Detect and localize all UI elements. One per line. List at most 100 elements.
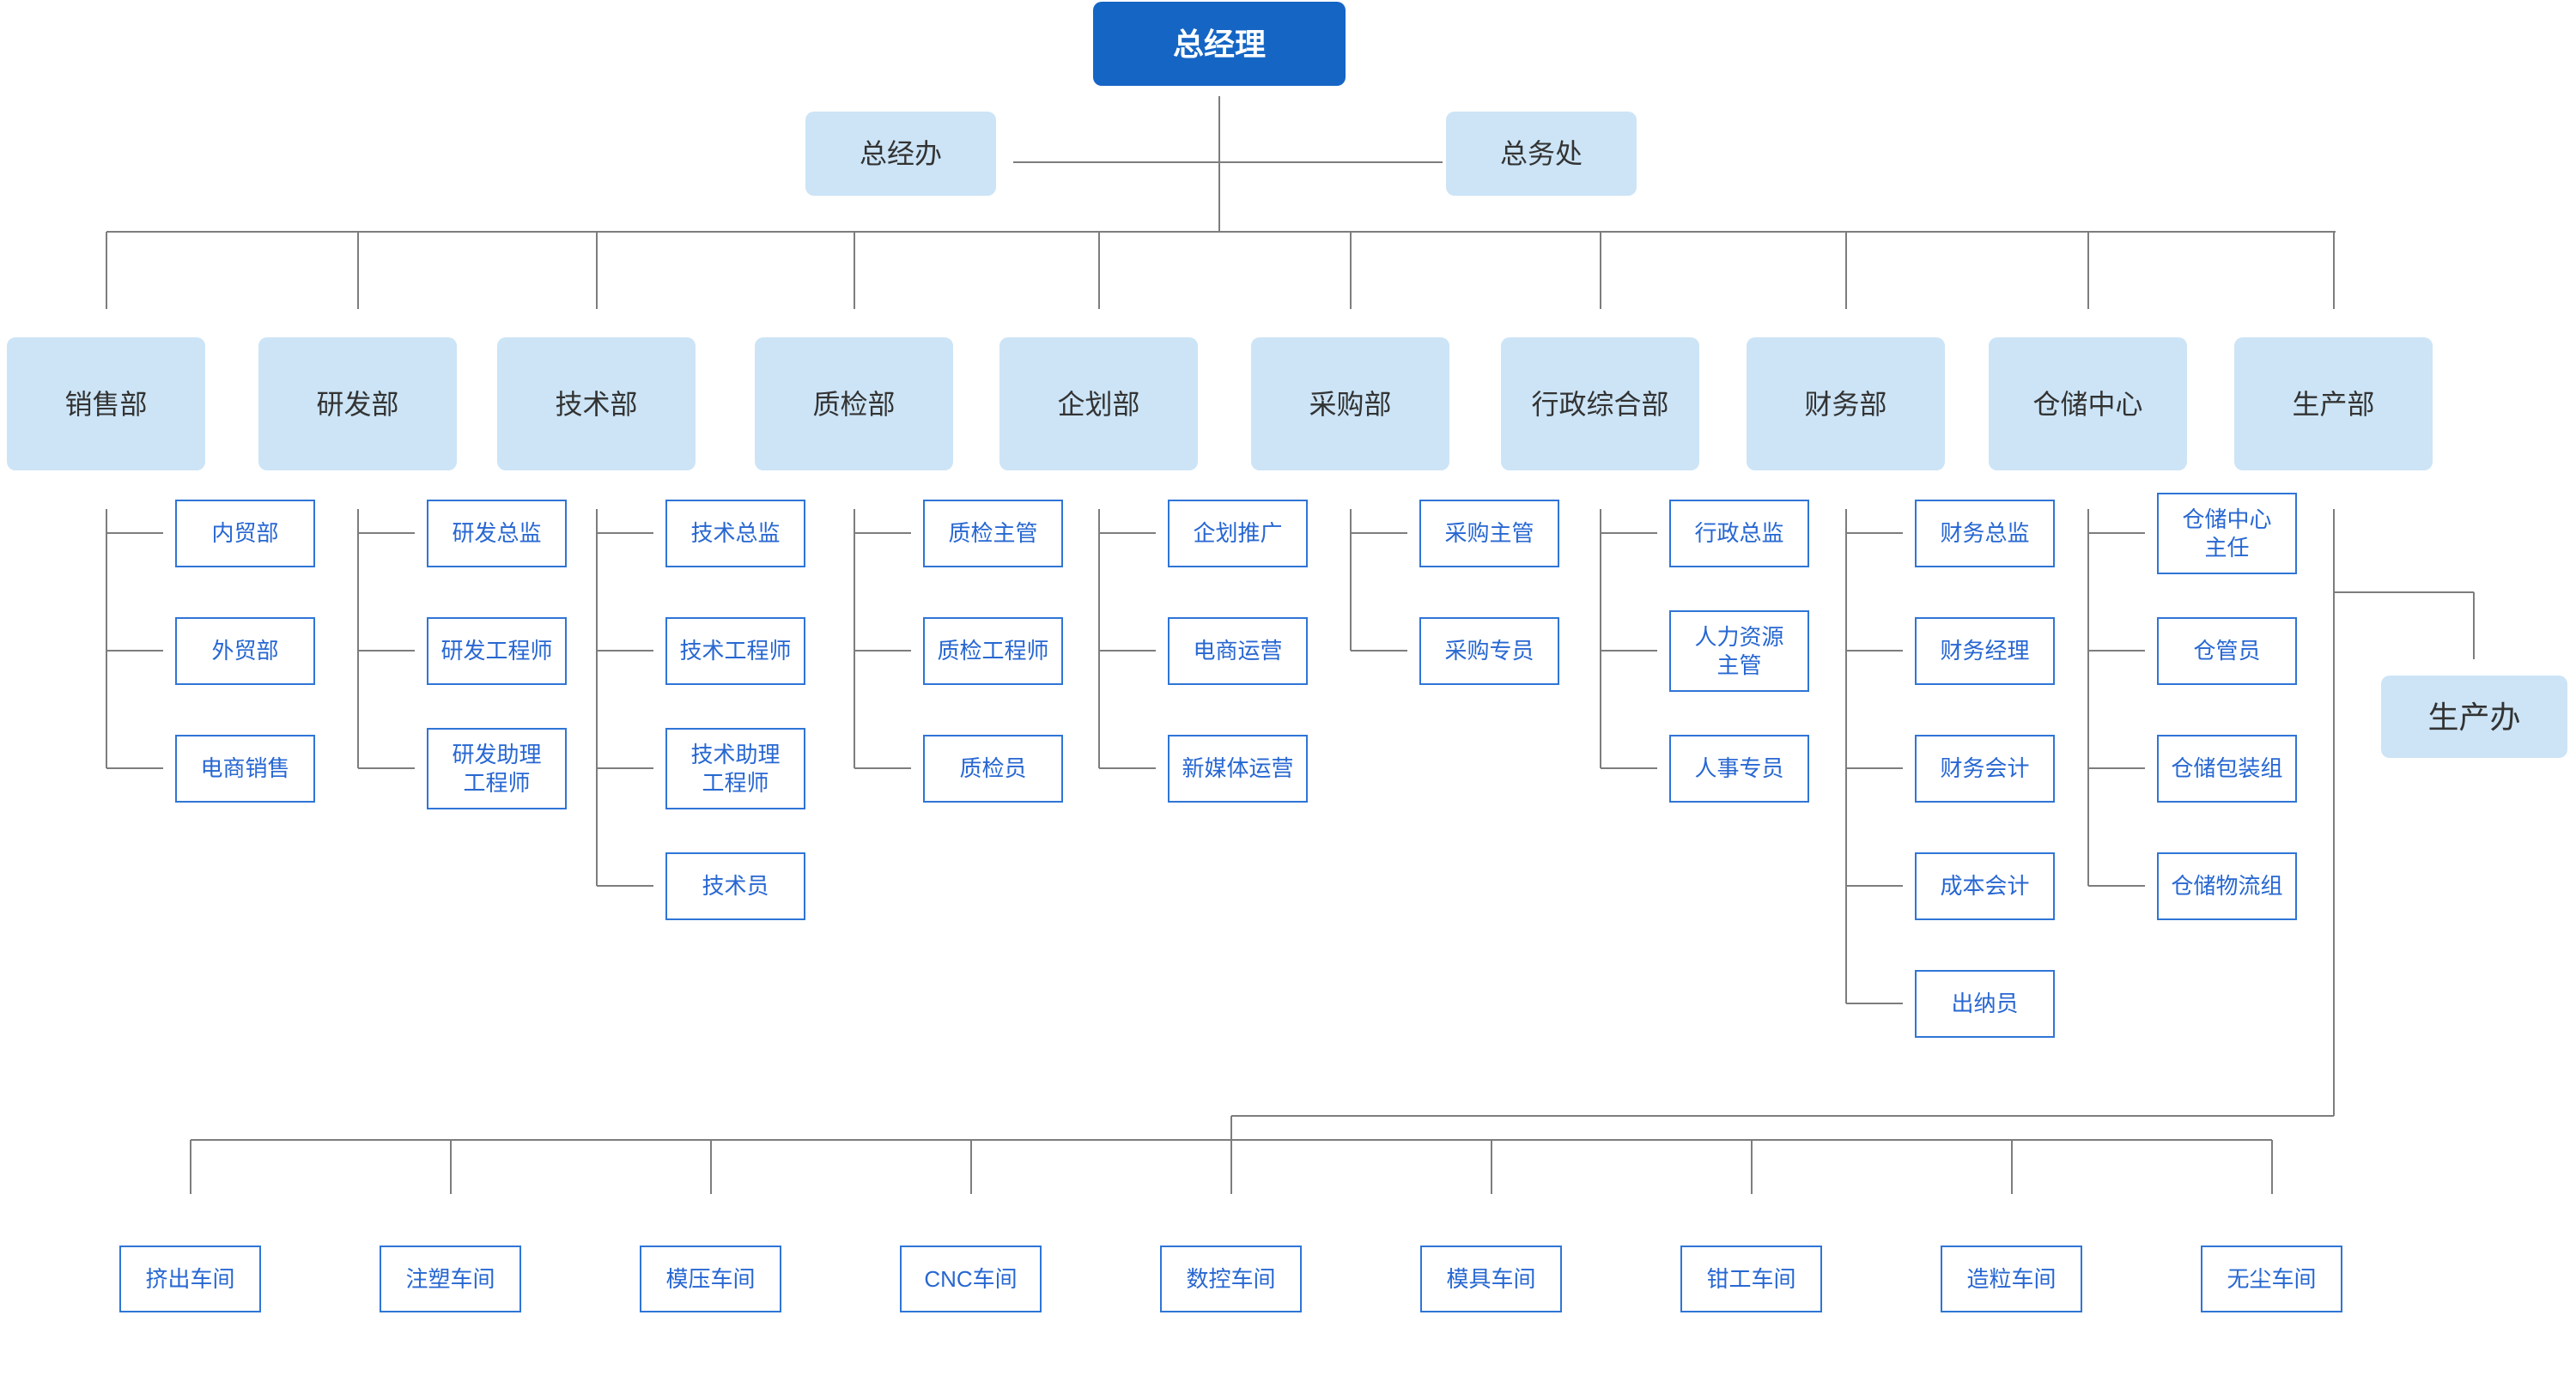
- department-node: 采购部: [1251, 337, 1449, 470]
- position-node: 研发工程师: [427, 617, 567, 685]
- connector-line: [596, 509, 598, 886]
- department-node: 研发部: [258, 337, 457, 470]
- position-node: 财务经理: [1915, 617, 2055, 685]
- connector-line: [1351, 532, 1407, 534]
- connector-line: [597, 885, 653, 887]
- position-node: 财务会计: [1915, 735, 2055, 803]
- position-node: 外贸部: [175, 617, 315, 685]
- connector-line: [1230, 1140, 1232, 1194]
- connector-line: [2088, 885, 2145, 887]
- connector-line: [1601, 650, 1657, 652]
- connector-line: [2011, 1140, 2013, 1194]
- connector-line: [2088, 767, 2145, 769]
- position-node: 采购主管: [1419, 500, 1559, 567]
- connector-line: [1099, 650, 1156, 652]
- connector-line: [597, 532, 653, 534]
- connector-line: [2087, 509, 2089, 886]
- connector-line: [1098, 509, 1100, 768]
- position-node: 研发总监: [427, 500, 567, 567]
- position-node: 企划推广: [1168, 500, 1308, 567]
- position-node: 技术总监: [665, 500, 805, 567]
- connector-line: [106, 767, 163, 769]
- department-node: 生产部: [2234, 337, 2433, 470]
- connector-line: [1601, 532, 1657, 534]
- position-node: 成本会计: [1915, 852, 2055, 920]
- position-node: 出纳员: [1915, 970, 2055, 1038]
- position-node: 仓储包装组: [2157, 735, 2297, 803]
- connector-line: [190, 1140, 191, 1194]
- position-node: 仓储物流组: [2157, 852, 2297, 920]
- connector-line: [1845, 232, 1847, 309]
- position-node: 仓管员: [2157, 617, 2297, 685]
- connector-line: [1491, 1140, 1492, 1194]
- connector-line: [1601, 767, 1657, 769]
- connector-line: [597, 767, 653, 769]
- workshop-node: 模具车间: [1420, 1246, 1562, 1312]
- connector-line: [1099, 767, 1156, 769]
- connector-line: [357, 232, 359, 309]
- workshop-node: 注塑车间: [380, 1246, 521, 1312]
- connector-line: [1218, 96, 1220, 232]
- production-office-node: 生产办: [2381, 676, 2567, 758]
- connector-line: [2088, 532, 2145, 534]
- connector-line: [1846, 650, 1903, 652]
- connector-line: [2271, 1140, 2273, 1194]
- department-node: 技术部: [497, 337, 696, 470]
- connector-line: [1600, 509, 1601, 768]
- position-node: 质检工程师: [923, 617, 1063, 685]
- connector-line: [854, 532, 911, 534]
- position-node: 行政总监: [1669, 500, 1809, 567]
- connector-line: [1231, 1115, 2334, 1117]
- connector-line: [358, 767, 415, 769]
- connector-line: [710, 1140, 712, 1194]
- workshop-node: 无尘车间: [2201, 1246, 2342, 1312]
- position-node: 新媒体运营: [1168, 735, 1308, 803]
- workshop-node: 造粒车间: [1941, 1246, 2082, 1312]
- connector-line: [358, 650, 415, 652]
- connector-line: [854, 650, 911, 652]
- workshop-node: 钳工车间: [1680, 1246, 1822, 1312]
- office-node: 总务处: [1446, 112, 1637, 196]
- connector-line: [1846, 1003, 1903, 1004]
- workshop-node: 挤出车间: [119, 1246, 261, 1312]
- department-node: 行政综合部: [1501, 337, 1699, 470]
- connector-line: [1013, 161, 1443, 163]
- connector-line: [2087, 232, 2089, 309]
- department-node: 销售部: [7, 337, 205, 470]
- department-node: 质检部: [755, 337, 953, 470]
- connector-line: [970, 1140, 972, 1194]
- connector-line: [1846, 885, 1903, 887]
- connector-line: [357, 509, 359, 768]
- connector-line: [106, 650, 163, 652]
- connector-line: [1350, 509, 1352, 651]
- connector-line: [2333, 232, 2335, 309]
- position-node: 财务总监: [1915, 500, 2055, 567]
- position-node: 仓储中心 主任: [2157, 493, 2297, 574]
- position-node: 电商销售: [175, 735, 315, 803]
- ceo-node: 总经理: [1093, 2, 1346, 86]
- connector-line: [1845, 509, 1847, 1003]
- workshop-node: 模压车间: [640, 1246, 781, 1312]
- connector-line: [854, 232, 855, 309]
- connector-line: [1846, 532, 1903, 534]
- connector-line: [2334, 591, 2474, 593]
- connector-line: [597, 650, 653, 652]
- position-node: 人力资源 主管: [1669, 610, 1809, 692]
- connector-line: [106, 532, 163, 534]
- connector-line: [1600, 232, 1601, 309]
- connector-line: [2333, 509, 2335, 1116]
- position-node: 人事专员: [1669, 735, 1809, 803]
- connector-line: [358, 532, 415, 534]
- connector-line: [596, 232, 598, 309]
- department-node: 仓储中心: [1989, 337, 2187, 470]
- connector-line: [854, 509, 855, 768]
- position-node: 技术助理 工程师: [665, 728, 805, 809]
- position-node: 研发助理 工程师: [427, 728, 567, 809]
- connector-line: [1846, 767, 1903, 769]
- connector-line: [1098, 232, 1100, 309]
- position-node: 质检员: [923, 735, 1063, 803]
- department-node: 财务部: [1747, 337, 1945, 470]
- connector-line: [1350, 232, 1352, 309]
- connector-line: [1751, 1140, 1753, 1194]
- office-node: 总经办: [805, 112, 996, 196]
